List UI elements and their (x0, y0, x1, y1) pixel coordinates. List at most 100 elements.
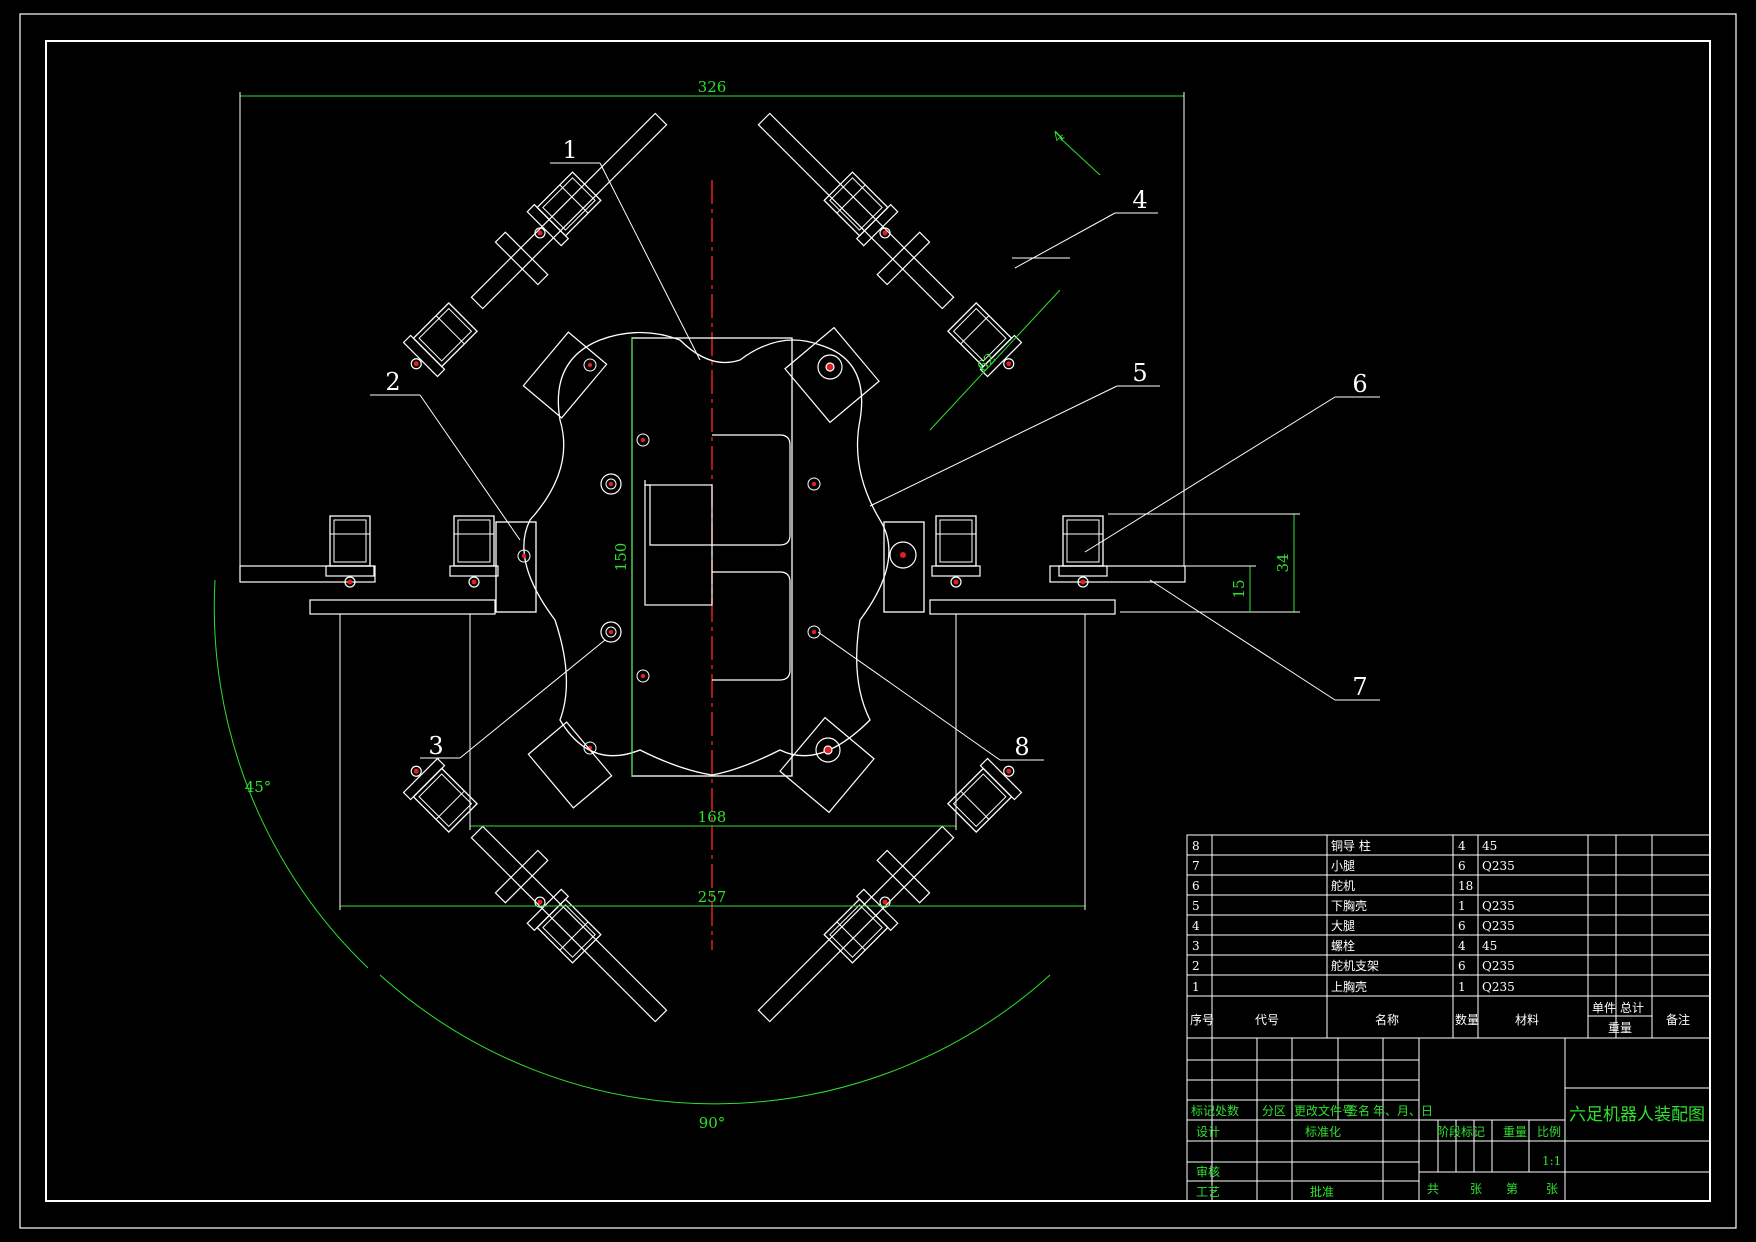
svg-text:6: 6 (1192, 879, 1200, 893)
tb-nth: 第 (1506, 1182, 1518, 1196)
dimension-lines (213, 92, 1300, 1105)
svg-text:Q235: Q235 (1482, 899, 1515, 913)
tb-count: 处数 (1215, 1103, 1239, 1118)
rear-right-leg (757, 750, 1030, 1023)
svg-text:4: 4 (1192, 919, 1200, 933)
outer-frame (19, 13, 1737, 1229)
dim-326: 326 (698, 78, 727, 96)
bom-row: 7 小腿 6 Q235 (1192, 859, 1515, 873)
svg-text:1: 1 (1192, 980, 1200, 994)
tb-process: 工艺 (1196, 1185, 1220, 1199)
upper-shell (523, 331, 890, 776)
balloon-7: 7 (1352, 673, 1367, 701)
svg-text:8: 8 (1192, 839, 1200, 853)
tb-date: 年、月、日 (1373, 1104, 1433, 1118)
svg-text:大腿: 大腿 (1331, 919, 1355, 933)
svg-text:3: 3 (1192, 939, 1200, 953)
bom-row: 2 舵机支架 6 Q235 (1192, 958, 1515, 973)
header-code: 代号 (1255, 1013, 1279, 1027)
battery-slot-3 (644, 484, 713, 606)
svg-text:1: 1 (1458, 899, 1466, 913)
hole (807, 477, 821, 491)
tb-mark: 标记 (1191, 1104, 1215, 1118)
bom-row: 8 铜导 柱 4 45 (1192, 838, 1497, 853)
hole (583, 358, 597, 372)
dim-34: 34 (1274, 553, 1292, 572)
inner-frame (45, 40, 1711, 1202)
svg-text:下胸壳: 下胸壳 (1331, 898, 1367, 913)
servo-horns (522, 326, 880, 814)
tb-standard: 标准化 (1305, 1125, 1341, 1139)
hole (636, 433, 650, 447)
angle-90: 90° (699, 1114, 726, 1132)
balloon-2: 2 (385, 368, 400, 396)
title-block (1186, 1037, 1711, 1202)
dim-62: 62 (973, 349, 999, 375)
balloon-8: 8 (1014, 733, 1029, 761)
svg-text:上胸壳: 上胸壳 (1331, 979, 1367, 994)
battery-slot-2 (712, 571, 791, 681)
svg-text:Q235: Q235 (1482, 919, 1515, 933)
header-unit: 单件 (1592, 1001, 1616, 1015)
bom-row: 1 上胸壳 1 Q235 (1192, 979, 1515, 994)
bom-header: 序号 代号 名称 数量 材料 单件 总计 重量 备注 (1190, 1001, 1690, 1035)
battery-slot-1 (644, 434, 791, 546)
svg-text:螺栓: 螺栓 (1331, 938, 1355, 953)
hole (600, 621, 622, 643)
dim-15: 15 (1230, 579, 1248, 598)
bom-rows: 8 铜导 柱 4 45 7 小腿 6 Q235 6 舵机 18 5 下胸壳 1 … (1192, 838, 1515, 994)
header-material: 材料 (1515, 1013, 1539, 1027)
svg-text:Q235: Q235 (1482, 859, 1515, 873)
tb-zone: 分区 (1262, 1104, 1286, 1118)
right-leg (883, 515, 1186, 615)
svg-text:6: 6 (1458, 859, 1466, 873)
front-left-leg (395, 112, 668, 385)
header-total: 总计 (1620, 1001, 1644, 1015)
rear-left-leg (395, 750, 668, 1023)
svg-text:Q235: Q235 (1482, 980, 1515, 994)
tb-stage: 阶段标记 (1437, 1124, 1485, 1139)
tb-change-doc: 更改文件号 (1294, 1103, 1354, 1118)
header-no: 序号 (1190, 1012, 1214, 1027)
tb-design: 设计 (1196, 1125, 1220, 1139)
dim-257: 257 (698, 888, 727, 906)
tb-scale-value: 1:1 (1542, 1154, 1561, 1168)
svg-text:4: 4 (1458, 839, 1466, 853)
svg-text:舵机支架: 舵机支架 (1331, 958, 1379, 973)
leader-lines (370, 162, 1380, 761)
balloon-1: 1 (562, 136, 577, 164)
dim-168: 168 (698, 808, 727, 826)
svg-text:4: 4 (1458, 939, 1466, 953)
bom-row: 6 舵机 18 (1192, 878, 1473, 893)
hole (636, 669, 650, 683)
header-name: 名称 (1375, 1012, 1399, 1027)
tb-sheet2: 张 (1546, 1182, 1558, 1196)
balloon-4: 4 (1132, 186, 1147, 214)
bom-row: 3 螺栓 4 45 (1192, 938, 1497, 953)
bom-row: 5 下胸壳 1 Q235 (1192, 898, 1515, 913)
bom-row: 4 大腿 6 Q235 (1192, 919, 1515, 933)
svg-text:1: 1 (1458, 980, 1466, 994)
svg-text:45: 45 (1482, 839, 1497, 853)
tb-ratio: 比例 (1537, 1125, 1561, 1139)
svg-text:7: 7 (1192, 859, 1200, 873)
svg-text:6: 6 (1458, 919, 1466, 933)
balloon-5: 5 (1132, 359, 1147, 387)
tb-approve: 批准 (1310, 1184, 1334, 1199)
hole (600, 473, 622, 495)
svg-text:6: 6 (1458, 959, 1466, 973)
tb-weight: 重量 (1503, 1125, 1527, 1139)
balloon-6: 6 (1352, 370, 1367, 398)
tb-review: 审核 (1196, 1164, 1220, 1179)
front-right-leg (757, 112, 1030, 385)
dim-150: 150 (612, 543, 630, 572)
svg-text:小腿: 小腿 (1331, 859, 1355, 873)
tb-sign: 签名 (1346, 1103, 1370, 1118)
balloon-3: 3 (428, 732, 443, 760)
header-qty: 数量 (1455, 1012, 1479, 1027)
svg-text:舵机: 舵机 (1331, 878, 1355, 893)
svg-text:2: 2 (1192, 959, 1200, 973)
header-weight: 重量 (1608, 1021, 1632, 1035)
svg-text:18: 18 (1458, 879, 1473, 893)
